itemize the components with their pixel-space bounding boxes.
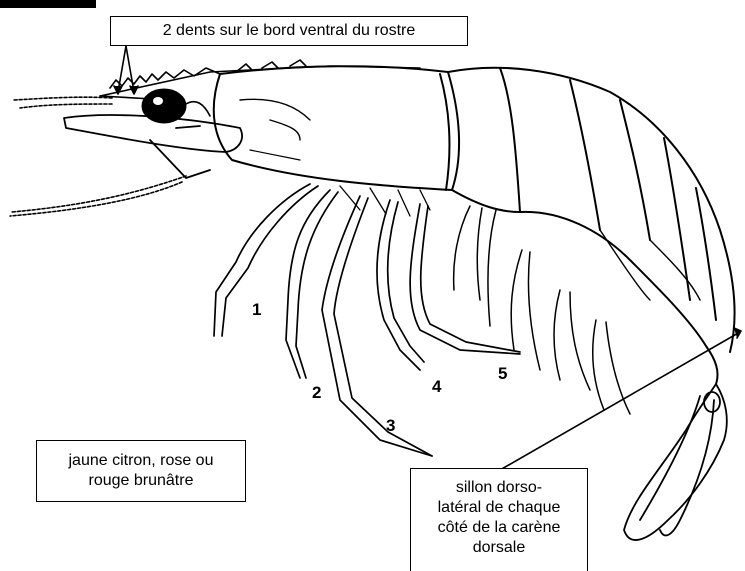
- walking-legs: [214, 184, 520, 456]
- leg-label-2: 2: [312, 383, 321, 403]
- leg-label-4: 4: [432, 377, 441, 397]
- callout-groove-line-2: latéral de chaque: [411, 498, 587, 518]
- leg-label-5: 5: [498, 364, 507, 384]
- leg-label-3: 3: [386, 416, 395, 436]
- callout-color-line-1: jaune citron, rose ou: [37, 451, 245, 471]
- tail-fan: [624, 384, 727, 540]
- abdomen: [448, 68, 735, 384]
- callout-rostrum-teeth: 2 dents sur le bord ventral du rostre: [110, 16, 468, 46]
- eye: [142, 89, 210, 123]
- leg-label-1: 1: [252, 300, 261, 320]
- callout-color: jaune citron, rose ou rouge brunâtre: [36, 440, 246, 502]
- callout-rostrum-text: 2 dents sur le bord ventral du rostre: [111, 21, 467, 41]
- callout-groove-line-4: dorsale: [411, 538, 587, 558]
- carapace: [214, 66, 459, 190]
- callout-color-line-2: rouge brunâtre: [37, 471, 245, 491]
- callout-groove-line-1: sillon dorso-: [411, 478, 587, 498]
- callout-groove: sillon dorso- latéral de chaque côté de …: [410, 468, 588, 571]
- callout-groove-line-3: côté de la carène: [411, 518, 587, 538]
- leader-lines: [114, 46, 741, 470]
